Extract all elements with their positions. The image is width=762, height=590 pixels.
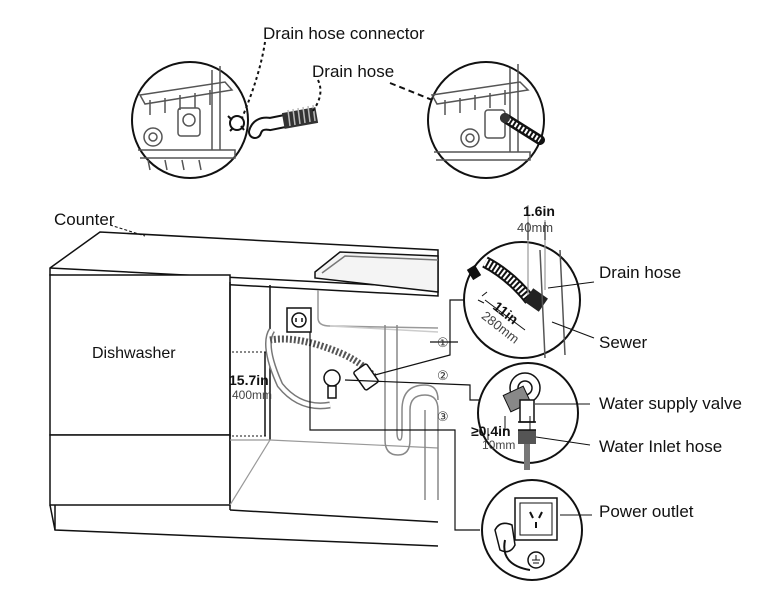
label-dishwasher: Dishwasher [92,345,176,362]
callout-3: ③ [437,410,449,425]
dim-40mm: 40mm [517,220,554,235]
dim-10mm: 10mm [482,438,516,452]
label-leaders [109,224,595,339]
connector-detail-circle [131,61,249,179]
callout-lines [309,299,482,531]
dimension-marks [487,222,546,440]
label-counter: Counter [54,210,115,229]
label-drain-hose-right: Drain hose [599,263,682,282]
connected-detail-circle [427,61,545,179]
label-power-outlet: Power outlet [599,502,694,521]
label-drain-hose-top: Drain hose [312,62,395,81]
callout-1: ① [437,336,449,351]
label-drain-hose-connector: Drain hose connector [263,24,425,43]
drain-hose-piece [248,104,319,139]
dim-1-6in: 1.6in [523,203,555,219]
water-valve-detail-circle [477,362,591,470]
label-water-supply-valve: Water supply valve [599,394,742,413]
power-outlet-detail-circle [481,479,592,581]
dim-15-7in: 15.7in [229,372,269,388]
callout-2: ② [437,369,449,384]
label-sewer: Sewer [599,333,648,352]
sewer-detail-circle [463,205,581,359]
dim-0-4in: ≥0.4in [471,423,511,439]
kitchen-cabinet [49,231,439,547]
label-water-inlet-hose: Water Inlet hose [599,437,723,456]
dim-400mm: 400mm [232,388,273,402]
